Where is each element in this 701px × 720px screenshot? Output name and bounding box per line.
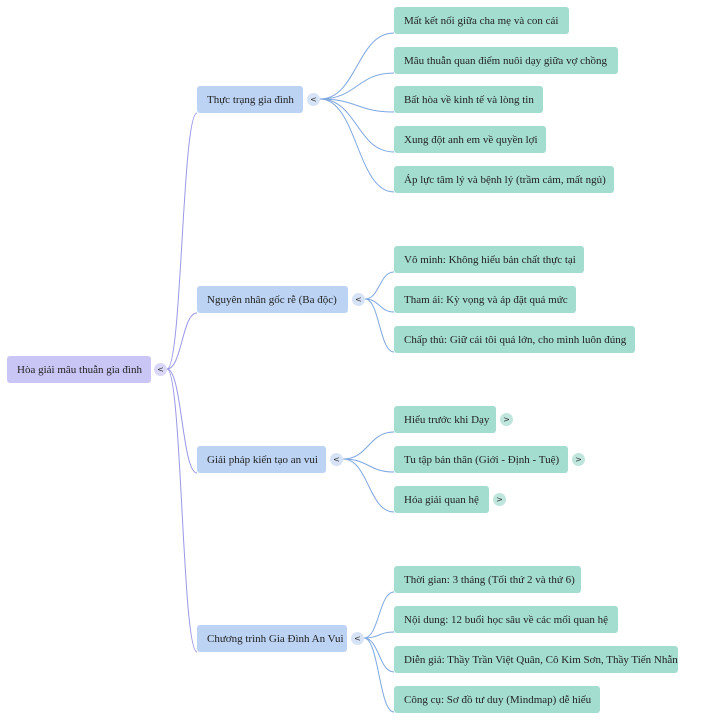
branch-to-leaf-connector <box>319 32 395 100</box>
leaf-label: Áp lực tâm lý và bệnh lý (trầm cảm, mất … <box>404 173 606 186</box>
root-to-branch-connector <box>166 312 198 370</box>
branch-node-program[interactable]: Chương trình Gia Đình An Vui <box>197 625 347 652</box>
branch-node-solutions[interactable]: Giải pháp kiến tạo an vui <box>197 446 326 473</box>
leaf-node[interactable]: Tham ái: Kỳ vọng và áp đặt quá mức <box>394 286 576 313</box>
branch-to-leaf-connector <box>342 458 395 513</box>
leaf-node[interactable]: Xung đột anh em về quyền lợi <box>394 126 546 153</box>
leaf-label: Thời gian: 3 tháng (Tối thứ 2 và thứ 6) <box>404 573 575 586</box>
branch-label: Giải pháp kiến tạo an vui <box>207 453 318 466</box>
branch-to-leaf-connector <box>342 431 395 460</box>
branch-to-leaf-connector <box>363 637 395 713</box>
branch-node-family-situation[interactable]: Thực trạng gia đình <box>197 86 303 113</box>
leaf-node[interactable]: Mâu thuẫn quan điểm nuôi dạy giữa vợ chồ… <box>394 47 618 74</box>
root-label: Hòa giải mâu thuẫn gia đình <box>17 363 142 376</box>
leaf-expand-toggle[interactable]: > <box>500 413 513 426</box>
leaf-label: Diễn giả: Thầy Trần Việt Quân, Cô Kim Sơ… <box>404 653 678 666</box>
branch-to-leaf-connector <box>363 591 395 639</box>
leaf-node[interactable]: Hiểu trước khi Dạy <box>394 406 496 433</box>
leaf-label: Chấp thủ: Giữ cái tôi quá lớn, cho mình … <box>404 333 627 346</box>
branch-to-leaf-connector <box>363 637 395 673</box>
branch-node-root-causes[interactable]: Nguyên nhân gốc rễ (Ba độc) <box>197 286 348 313</box>
leaf-node[interactable]: Tu tập bản thân (Giới - Định - Tuệ) <box>394 446 568 473</box>
leaf-label: Tham ái: Kỳ vọng và áp đặt quá mức <box>404 293 568 306</box>
leaf-label: Hiểu trước khi Dạy <box>404 413 490 426</box>
branch-to-leaf-connector <box>319 98 395 193</box>
root-collapse-toggle[interactable]: < <box>154 363 167 376</box>
leaf-label: Bất hòa về kinh tế và lòng tin <box>404 93 534 106</box>
leaf-node[interactable]: Áp lực tâm lý và bệnh lý (trầm cảm, mất … <box>394 166 614 193</box>
root-to-branch-connector <box>166 368 198 474</box>
leaf-node[interactable]: Vô minh: Không hiểu bản chất thực tại <box>394 246 584 273</box>
branch-label: Chương trình Gia Đình An Vui <box>207 632 344 645</box>
leaf-label: Nội dung: 12 buổi học sâu về các mối qua… <box>404 613 609 626</box>
leaf-label: Mâu thuẫn quan điểm nuôi dạy giữa vợ chồ… <box>404 54 608 67</box>
leaf-label: Mất kết nối giữa cha mẹ và con cái <box>404 14 559 27</box>
leaf-node[interactable]: Diễn giả: Thầy Trần Việt Quân, Cô Kim Sơ… <box>394 646 678 673</box>
branch-to-leaf-connector <box>364 298 395 313</box>
branch-to-leaf-connector <box>342 458 395 473</box>
branch-to-leaf-connector <box>363 631 395 639</box>
leaf-node[interactable]: Nội dung: 12 buổi học sâu về các mối qua… <box>394 606 618 633</box>
branch-to-leaf-connector <box>319 98 395 113</box>
leaf-node[interactable]: Chấp thủ: Giữ cái tôi quá lớn, cho mình … <box>394 326 635 353</box>
branch-collapse-toggle[interactable]: < <box>351 632 364 645</box>
branch-collapse-toggle[interactable]: < <box>352 293 365 306</box>
leaf-label: Công cụ: Sơ đồ tư duy (Mindmap) dễ hiểu <box>404 693 592 706</box>
leaf-node[interactable]: Bất hòa về kinh tế và lòng tin <box>394 86 543 113</box>
leaf-node[interactable]: Công cụ: Sơ đồ tư duy (Mindmap) dễ hiểu <box>394 686 600 713</box>
root-to-branch-connector <box>166 368 198 653</box>
branch-to-leaf-connector <box>319 98 395 153</box>
leaf-expand-toggle[interactable]: > <box>493 493 506 506</box>
branch-label: Nguyên nhân gốc rễ (Ba độc) <box>207 293 337 306</box>
branch-collapse-toggle[interactable]: < <box>307 93 320 106</box>
root-to-branch-connector <box>166 112 198 370</box>
leaf-label: Tu tập bản thân (Giới - Định - Tuệ) <box>404 453 560 466</box>
leaf-expand-toggle[interactable]: > <box>572 453 585 466</box>
branch-to-leaf-connector <box>364 298 395 353</box>
leaf-node[interactable]: Thời gian: 3 tháng (Tối thứ 2 và thứ 6) <box>394 566 581 593</box>
leaf-label: Hóa giải quan hệ <box>404 493 479 506</box>
branch-collapse-toggle[interactable]: < <box>330 453 343 466</box>
branch-to-leaf-connector <box>364 271 395 300</box>
leaf-node[interactable]: Hóa giải quan hệ <box>394 486 489 513</box>
branch-label: Thực trạng gia đình <box>207 93 294 106</box>
leaf-node[interactable]: Mất kết nối giữa cha mẹ và con cái <box>394 7 569 34</box>
root-node[interactable]: Hòa giải mâu thuẫn gia đình <box>7 356 151 383</box>
leaf-label: Vô minh: Không hiểu bản chất thực tại <box>404 253 576 266</box>
branch-to-leaf-connector <box>319 72 395 100</box>
leaf-label: Xung đột anh em về quyền lợi <box>404 133 538 146</box>
